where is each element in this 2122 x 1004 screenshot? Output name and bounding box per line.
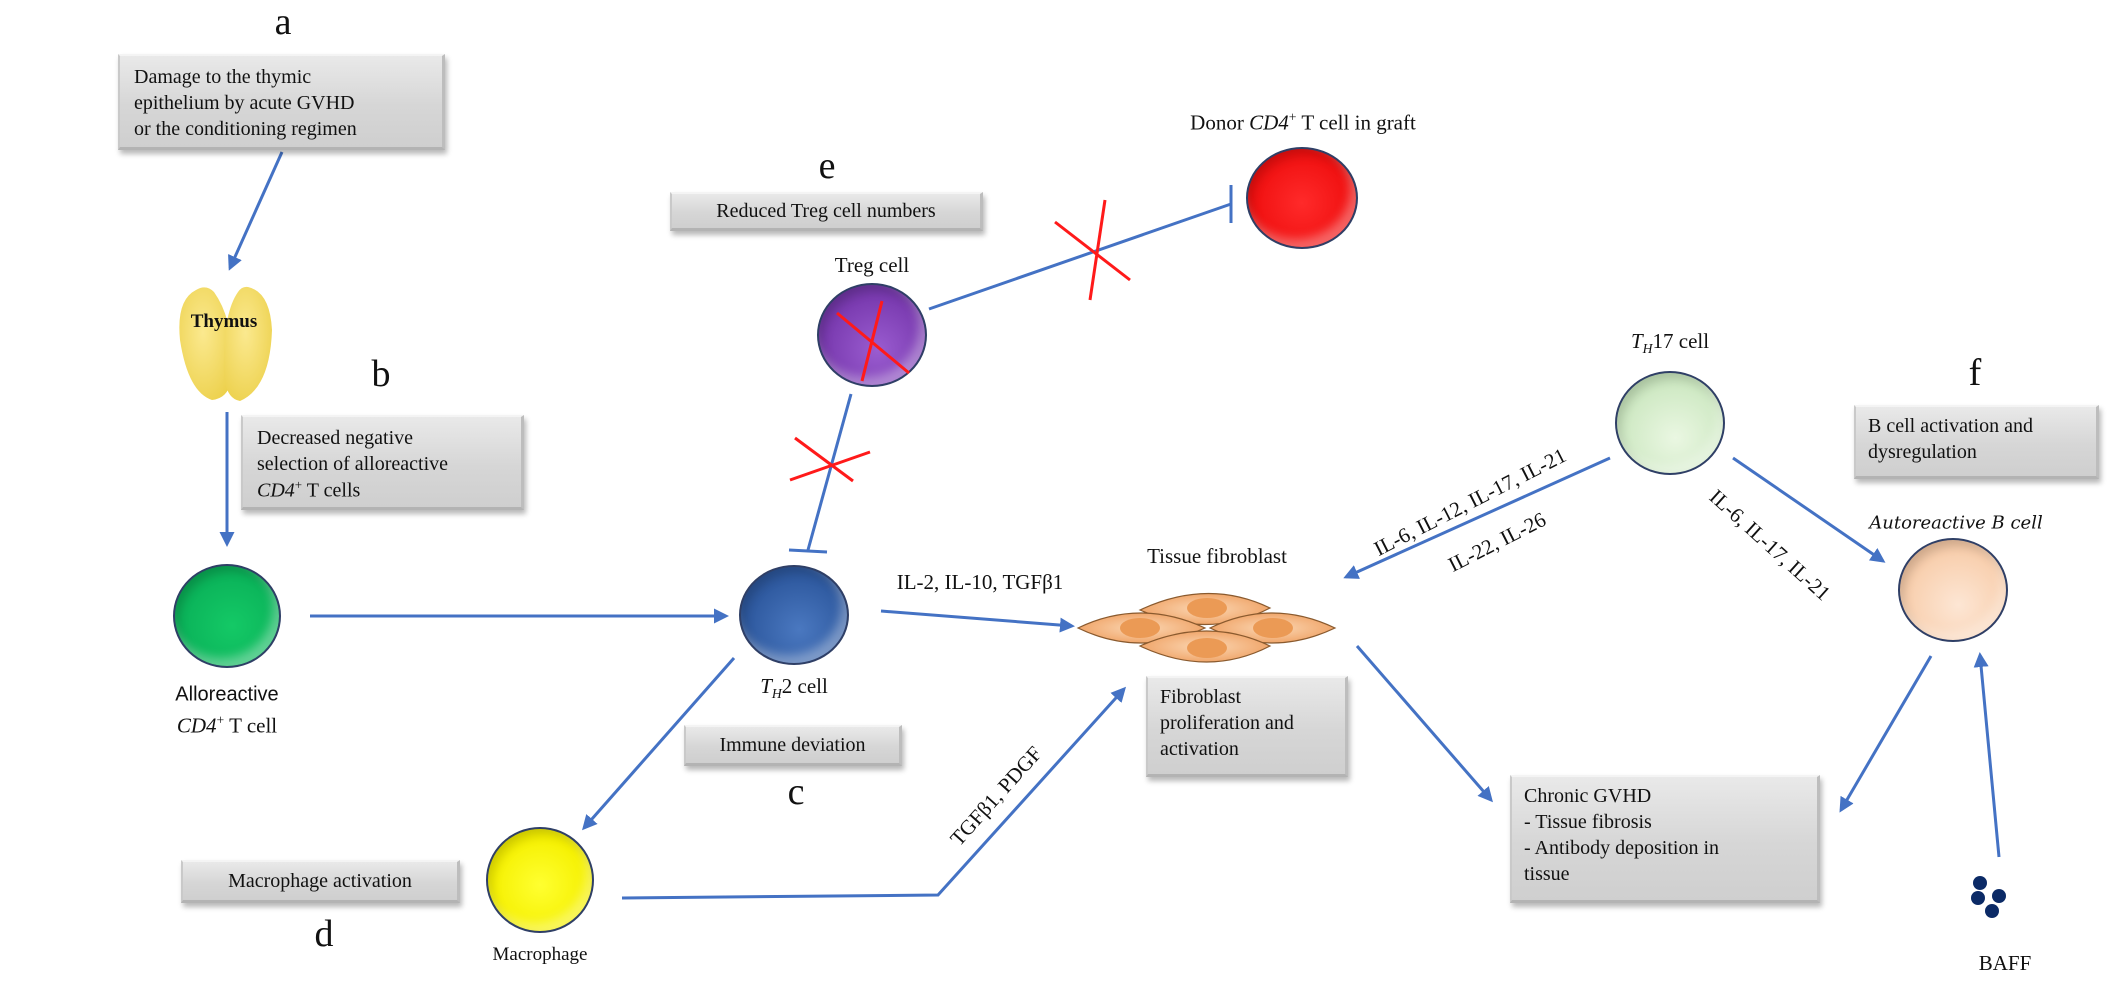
inhibit-treg-to-th2 xyxy=(806,393,853,551)
autoreactive-b-cell xyxy=(1898,538,2008,642)
box-d-macrophage-activation: Macrophage activation xyxy=(181,860,460,903)
macrophage-cell xyxy=(486,827,594,933)
th17-label: TH17 cell xyxy=(1630,329,1710,357)
arrow-th2-to-macrophage xyxy=(582,657,736,831)
box-a-thymic-damage: Damage to the thymic epithelium by acute… xyxy=(118,54,445,150)
thymus-label: Thymus xyxy=(190,311,258,333)
box-chronic-line-3: - Antibody deposition in xyxy=(1524,837,1719,859)
box-a-line-2: epithelium by acute GVHD xyxy=(134,92,355,114)
box-fibroblast-line-1: Fibroblast xyxy=(1160,686,1242,708)
fibroblast-cluster-icon xyxy=(1076,592,1337,663)
arrow-baff-to-bcell xyxy=(1973,652,2001,858)
box-fibroblast-proliferation: Fibroblast proliferation and activation xyxy=(1146,676,1348,777)
panel-letter-f: f xyxy=(1968,352,1982,394)
box-b-line-1: Decreased negative xyxy=(257,427,414,449)
box-chronic-line-4: tissue xyxy=(1524,863,1570,885)
box-fibroblast-line-3: activation xyxy=(1160,738,1239,760)
th2-cell xyxy=(739,565,849,665)
arrow-bcell-to-chronic xyxy=(1839,655,1933,813)
box-f-line-1: B cell activation and xyxy=(1868,415,2033,437)
arrow-th17-to-fibroblast xyxy=(1343,456,1611,579)
box-chronic-gvhd: Chronic GVHD - Tissue fibrosis - Antibod… xyxy=(1510,775,1820,903)
box-c-immune-deviation: Immune deviation xyxy=(684,725,902,766)
treg-cross-icon xyxy=(836,300,910,382)
arrow-box-a-to-thymus xyxy=(228,151,284,271)
box-e-reduced-treg: Reduced Treg cell numbers xyxy=(670,192,983,231)
box-b-negative-selection: Decreased negative selection of alloreac… xyxy=(241,415,524,510)
box-chronic-line-2: - Tissue fibrosis xyxy=(1524,811,1652,833)
panel-letter-c: c xyxy=(787,771,805,813)
panel-letter-e: e xyxy=(818,145,836,187)
block-cross-treg-donor xyxy=(1054,199,1131,301)
arrow-macrophage-to-fibroblast xyxy=(621,686,1127,900)
donor-cd4-t-cell xyxy=(1246,147,1358,249)
box-b-line-3: CD4+ T cells xyxy=(257,477,361,502)
edge-label-th2-fibroblast: IL-2, IL-10, TGFβ1 xyxy=(896,569,1064,594)
alloreactive-label-line-2: CD4+ T cell xyxy=(176,712,278,738)
box-f-line-2: dysregulation xyxy=(1868,441,1977,463)
inhibit-bar-th2 xyxy=(788,548,828,554)
block-cross-treg-th2 xyxy=(789,436,871,483)
arrow-th2-to-fibroblast xyxy=(880,609,1075,633)
tissue-fibroblast-label: Tissue fibroblast xyxy=(1147,543,1287,568)
box-f-b-cell-activation: B cell activation and dysregulation xyxy=(1854,405,2099,479)
thymus-icon xyxy=(179,286,272,401)
panel-letter-a: a xyxy=(274,1,292,43)
alloreactive-cd4-t-cell xyxy=(173,564,281,668)
inhibit-treg-to-donor xyxy=(928,202,1232,311)
th2-label: TH2 cell xyxy=(760,674,828,702)
baff-label: BAFF xyxy=(1978,950,2032,975)
panel-letter-d: d xyxy=(314,913,334,955)
baff-icon xyxy=(1971,876,2006,918)
box-a-line-1: Damage to the thymic xyxy=(134,66,312,88)
arrow-th17-to-bcell xyxy=(1732,456,1886,563)
arrow-fibroblast-to-chronic xyxy=(1355,645,1493,803)
box-a-line-3: or the conditioning regimen xyxy=(134,118,357,140)
autoreactive-b-cell-label: Autoreactive B cell xyxy=(1869,512,2043,534)
macrophage-label: Macrophage xyxy=(492,944,588,966)
donor-label: Donor CD4+ T cell in graft xyxy=(1190,109,1416,135)
alloreactive-label-line-1: Alloreactive xyxy=(175,683,279,706)
box-b-line-2: selection of alloreactive xyxy=(257,453,449,475)
panel-letter-b: b xyxy=(371,353,391,395)
th17-cell xyxy=(1615,371,1725,475)
box-chronic-line-1: Chronic GVHD xyxy=(1524,785,1652,807)
treg-label: Treg cell xyxy=(834,252,910,277)
box-fibroblast-line-2: proliferation and xyxy=(1160,712,1294,734)
